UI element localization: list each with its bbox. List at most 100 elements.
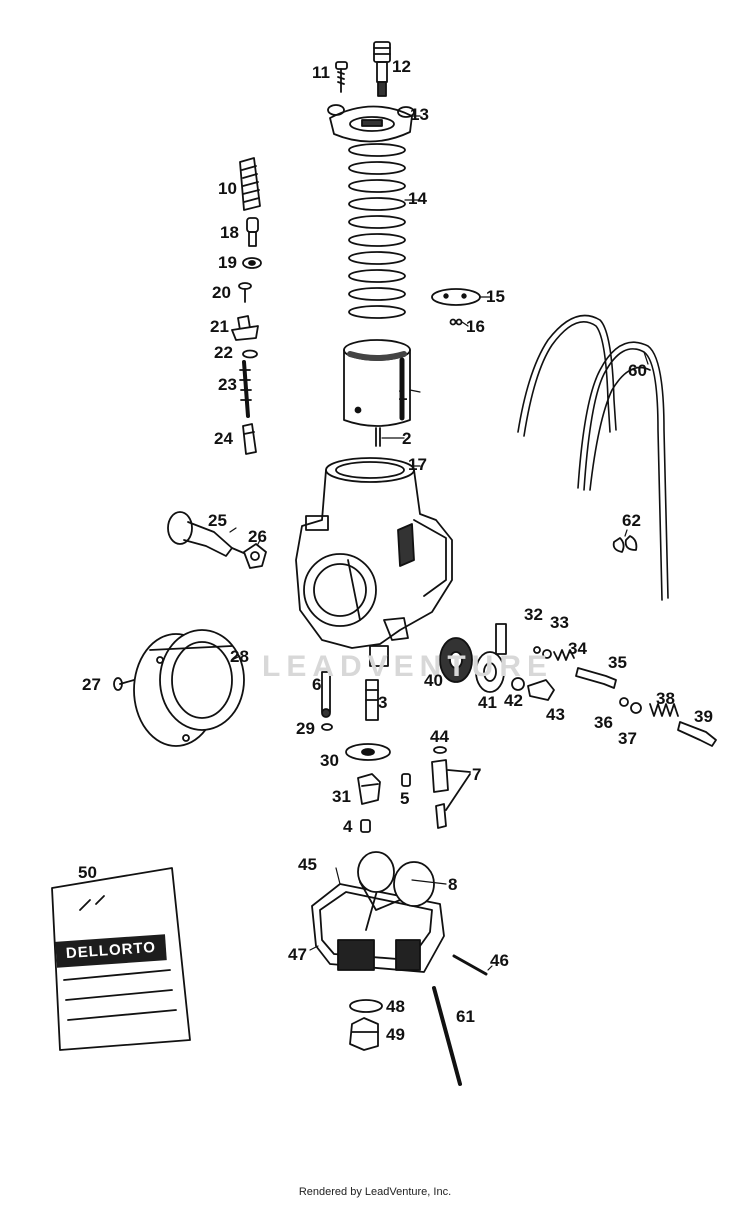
part-12-cable-adjuster [373,41,391,97]
part-35-idle-screw [575,667,617,689]
part-5-pilot-jet [401,773,411,787]
label-7: 7 [472,765,482,784]
label-1: 1 [398,385,408,404]
part-40-filter-disc [439,637,473,683]
label-38: 38 [656,689,675,708]
part-60-vent-hoses [517,314,669,601]
part-22-clip [242,349,258,359]
footer-credit: Rendered by LeadVenture, Inc. [298,1186,452,1198]
part-6-starter-jet [321,671,331,718]
label-10: 10 [218,179,237,198]
part-17-carburetor-body [295,457,453,667]
part-19-nut [242,257,262,269]
label-34: 34 [568,639,587,658]
label-32: 32 [524,605,543,624]
part-24-needle-jet-plug [242,423,257,455]
label-13: 13 [410,105,429,124]
label-45: 45 [298,855,317,874]
part-14-spring [348,143,406,319]
part-42-washer [511,677,525,691]
label-37: 37 [618,729,637,748]
part-30-washer [345,743,391,761]
part-23-needle [239,360,252,418]
label-31: 31 [332,787,351,806]
label-28: 28 [230,647,249,666]
label-14: 14 [408,189,427,208]
label-25: 25 [208,511,227,530]
part-32-washer [533,646,541,654]
part-29-o-ring [321,723,333,731]
label-61: 61 [456,1007,475,1026]
label-24: 24 [214,429,233,448]
label-60: 60 [628,361,647,380]
part-16-screws [449,318,463,326]
part-62-hose-clips [612,535,638,553]
label-46: 46 [490,951,509,970]
label-3: 3 [378,693,388,712]
label-8: 8 [448,875,458,894]
part-8-floats [357,851,435,911]
part-39-adjust-screw [677,721,717,747]
label-30: 30 [320,751,339,770]
part-34-spring [553,649,575,661]
label-15: 15 [486,287,505,306]
label-16: 16 [466,317,485,336]
part-10-rubber-boot [239,157,261,211]
label-42: 42 [504,691,523,710]
label-33: 33 [550,613,569,632]
label-49: 49 [386,1025,405,1044]
label-22: 22 [214,343,233,362]
part-2-pin [375,427,381,447]
label-43: 43 [546,705,565,724]
label-40: 40 [424,671,443,690]
label-50: 50 [78,863,97,882]
part-46-float-pin [452,954,488,976]
label-17: 17 [408,455,427,474]
label-29: 29 [296,719,315,738]
part-11-screw [335,61,348,93]
part-31-jet-holder [357,773,381,805]
label-62: 62 [622,511,641,530]
part-13-cap [327,104,415,143]
label-27: 27 [82,675,101,694]
label-23: 23 [218,375,237,394]
part-18-adjuster [246,217,259,247]
part-1-throttle-valve [343,339,411,427]
part-26-nut [243,543,267,569]
part-3-needle-jet [365,679,379,721]
part-21-needle-holder [231,315,259,341]
label-41: 41 [478,693,497,712]
label-2: 2 [402,429,412,448]
leader-lines [229,115,649,971]
label-5: 5 [400,789,410,808]
part-4-main-jet [360,819,371,833]
label-6: 6 [312,675,322,694]
label-12: 12 [392,57,411,76]
part-25-air-screw [167,511,247,557]
label-44: 44 [430,727,449,746]
part-36-washer [619,697,629,707]
part-61-overflow-tube [432,986,462,1086]
label-26: 26 [248,527,267,546]
part-49-drain-plug [349,1017,379,1051]
label-19: 19 [218,253,237,272]
label-39: 39 [694,707,713,726]
part-43-banjo-bolt [527,679,555,701]
part-44-seal [433,746,447,754]
part-41-banjo-fitting [475,623,507,693]
part-27-screw [113,677,135,691]
part-20-screw [238,282,252,303]
label-35: 35 [608,653,627,672]
label-11: 11 [312,63,330,82]
label-20: 20 [212,283,231,302]
label-47: 47 [288,945,307,964]
part-37-o-ring [630,702,642,714]
part-28-intake-flange [133,629,245,747]
part-15-plate [431,288,481,306]
label-36: 36 [594,713,613,732]
part-38-spring [649,703,679,717]
label-21: 21 [210,317,229,336]
label-4: 4 [343,817,353,836]
watermark: LEADVENTURE [262,650,554,683]
